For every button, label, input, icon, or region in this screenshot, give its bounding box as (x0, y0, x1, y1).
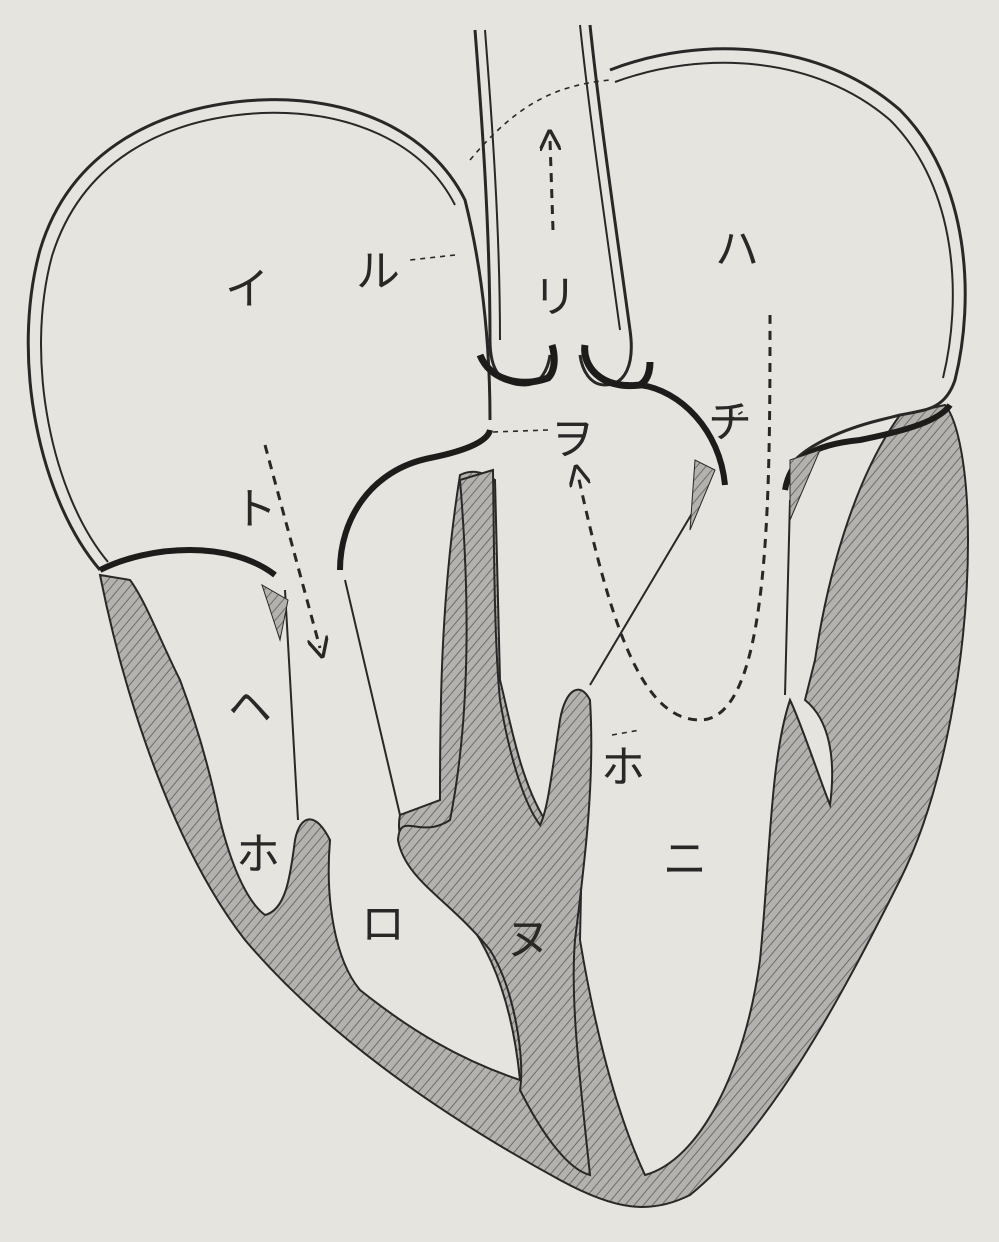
label-ho-left: ホ (236, 833, 280, 877)
label-ro: ロ (361, 903, 405, 947)
flow-arrow-left-heart (578, 315, 770, 720)
label-to: ト (233, 488, 277, 532)
label-ho-right: ホ (601, 746, 645, 790)
label-ru: ル (356, 250, 400, 294)
tricuspid-valve (100, 550, 275, 575)
label-ha: ハ (715, 228, 759, 272)
label-wo: ヲ (550, 418, 594, 462)
label-i: イ (225, 268, 269, 312)
label-ri: リ (533, 276, 577, 320)
label-he: ヘ (228, 686, 272, 730)
label-nu: ヌ (506, 918, 550, 962)
flow-arrow-pulmonary (550, 140, 553, 230)
left-atrium-outline (610, 49, 965, 460)
label-chi: チ (708, 401, 752, 445)
chordae-tendineae (285, 500, 790, 820)
label-ni: ニ (663, 838, 707, 882)
